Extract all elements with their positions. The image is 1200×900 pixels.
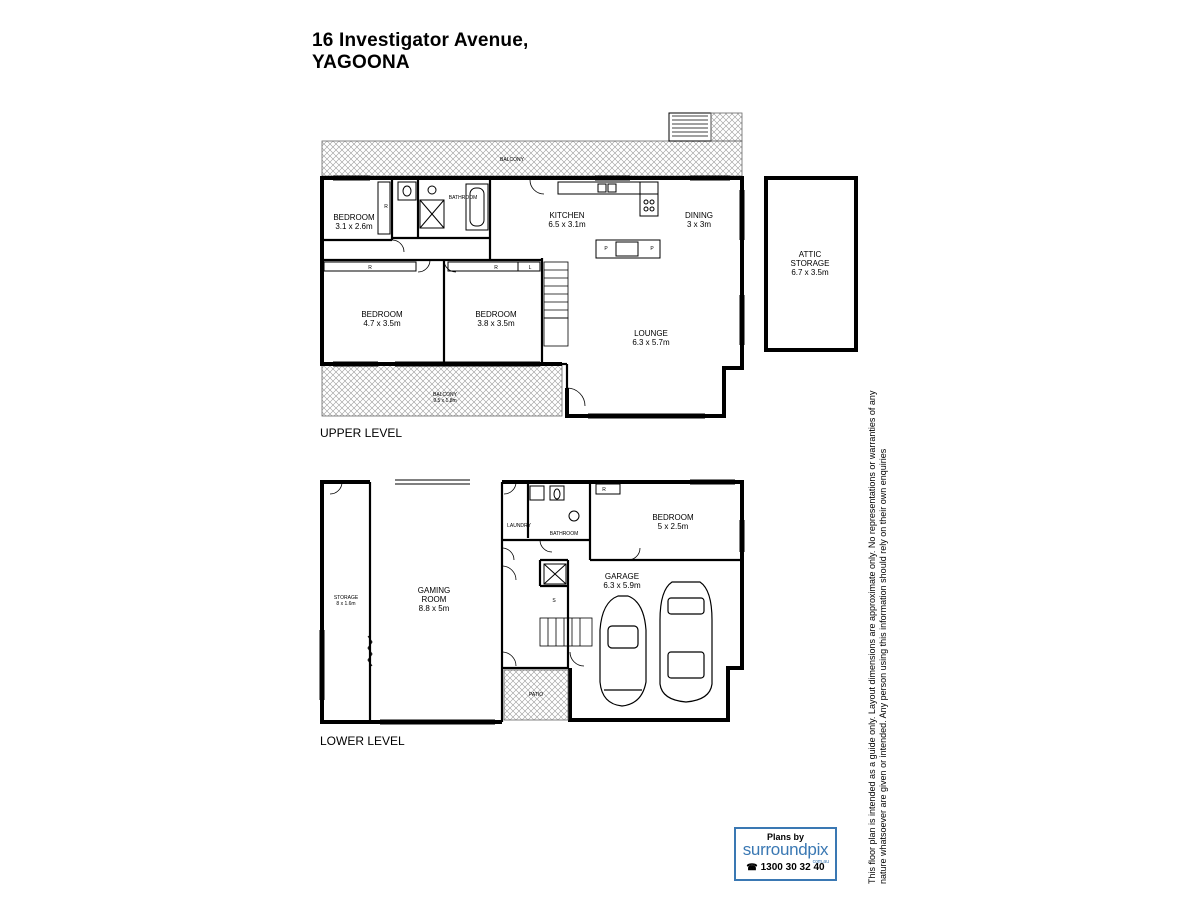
label-linen: L	[529, 265, 532, 271]
label-robe-3: R	[494, 265, 498, 271]
label-garage-size: 6.3 x 5.9m	[603, 581, 641, 590]
label-robe-4: R	[602, 487, 606, 493]
label-balcony-bottom: BALCONY	[433, 392, 458, 398]
label-storage-size: 8 x 1.6m	[336, 601, 355, 607]
label-bedroom-4-size: 5 x 2.5m	[658, 522, 689, 531]
label-bathroom-upper: BATHROOM	[449, 195, 478, 201]
logo-phone-row: ☎1300 30 32 40	[736, 862, 835, 873]
balcony-top-area	[321, 140, 743, 177]
label-bedroom-1-size: 3.1 x 2.6m	[335, 222, 373, 231]
upper-level-label: UPPER LEVEL	[320, 426, 403, 440]
stair-top	[668, 112, 712, 142]
label-dining: DINING	[685, 211, 713, 220]
address-line-2: YAGOONA	[312, 52, 410, 73]
label-dining-size: 3 x 3m	[687, 220, 711, 229]
label-laundry: LAUNDRY	[507, 523, 531, 529]
label-attic-1: ATTIC	[799, 250, 822, 259]
label-bedroom-2-size: 4.7 x 3.5m	[363, 319, 401, 328]
label-balcony-top: BALCONY	[500, 157, 525, 163]
balcony-bottom-area	[321, 363, 563, 417]
phone-icon: ☎	[746, 862, 758, 872]
logo-phone-number: 1300 30 32 40	[760, 862, 825, 873]
label-bedroom-1: BEDROOM	[333, 213, 375, 222]
label-bedroom-3-size: 3.8 x 3.5m	[477, 319, 515, 328]
label-balcony-bottom-size: 9.5 x 1.8m	[433, 398, 456, 404]
label-pantry-2: P	[650, 246, 654, 252]
label-kitchen-size: 6.5 x 3.1m	[548, 220, 586, 229]
logo-domain: com.au	[812, 859, 829, 865]
label-lounge: LOUNGE	[634, 329, 668, 338]
disclaimer-text: This floor plan is intended as a guide o…	[867, 390, 888, 884]
label-patio: PATIO	[529, 692, 543, 698]
car-icon-left	[599, 595, 647, 707]
label-robe-2: R	[368, 265, 372, 271]
label-gaming-2: ROOM	[422, 595, 447, 604]
label-attic-2: STORAGE	[791, 259, 830, 268]
label-gaming-1: GAMING	[418, 586, 450, 595]
label-robe-1: R	[384, 204, 388, 210]
lower-level-label: LOWER LEVEL	[320, 734, 405, 748]
label-bedroom-2: BEDROOM	[361, 310, 403, 319]
label-pantry-1: P	[604, 246, 608, 252]
address-line-1: 16 Investigator Avenue,	[312, 30, 529, 51]
label-lounge-size: 6.3 x 5.7m	[632, 338, 670, 347]
patio-area	[503, 669, 569, 721]
label-gaming-size: 8.8 x 5m	[419, 604, 450, 613]
label-bedroom-4: BEDROOM	[652, 513, 694, 522]
car-icon-right	[659, 581, 713, 703]
label-kitchen: KITCHEN	[549, 211, 584, 220]
label-attic-size: 6.7 x 3.5m	[791, 268, 829, 277]
surroundpix-logo: Plans by surroundpix com.au ☎1300 30 32 …	[734, 827, 837, 881]
label-bedroom-3: BEDROOM	[475, 310, 517, 319]
label-bathroom-lower: BATHROOM	[550, 531, 579, 537]
label-garage: GARAGE	[605, 572, 639, 581]
logo-brand-name: surroundpix	[742, 840, 829, 859]
label-store: S	[552, 598, 556, 604]
logo-plans-by: Plans by	[766, 832, 804, 842]
label-storage: STORAGE	[334, 595, 359, 601]
attic-storage-outline	[764, 176, 858, 352]
